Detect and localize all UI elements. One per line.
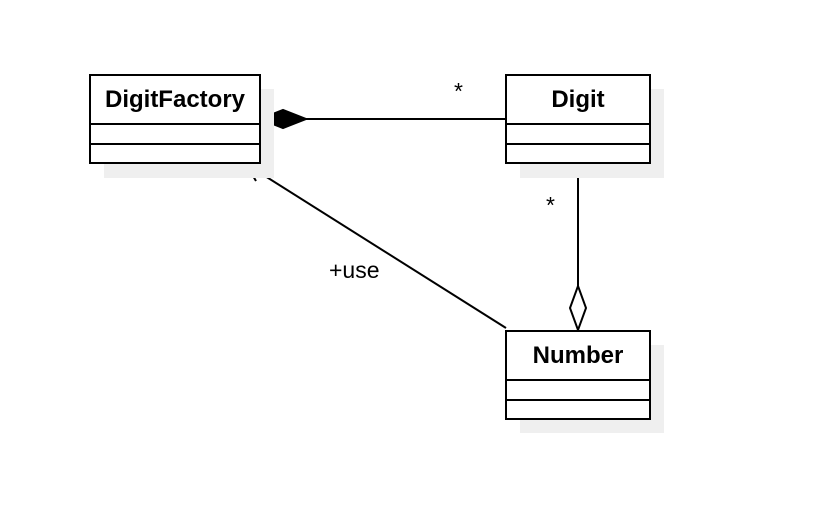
composition-multiplicity-label: *	[454, 78, 463, 104]
class-name: Digit	[507, 76, 649, 125]
class-name: DigitFactory	[91, 76, 259, 125]
class-operations-compartment	[507, 401, 649, 418]
class-digit[interactable]: Digit	[505, 74, 651, 164]
class-number[interactable]: Number	[505, 330, 651, 420]
class-attributes-compartment	[507, 125, 649, 145]
aggregation-multiplicity-label: *	[546, 192, 555, 218]
association-line	[245, 163, 507, 329]
class-name: Number	[507, 332, 649, 381]
class-attributes-compartment	[507, 381, 649, 401]
aggregation-diamond-icon	[568, 283, 588, 333]
class-operations-compartment	[91, 145, 259, 162]
class-operations-compartment	[507, 145, 649, 162]
association-role-label: +use	[329, 257, 380, 283]
class-digitfactory[interactable]: DigitFactory	[89, 74, 261, 164]
class-attributes-compartment	[91, 125, 259, 145]
